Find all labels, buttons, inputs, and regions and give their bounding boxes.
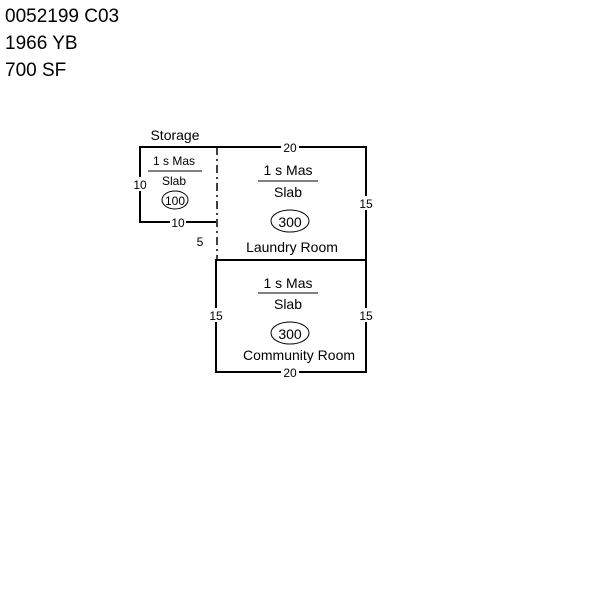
construction-label: 1 s Mas: [153, 154, 195, 168]
sqft-label: 300: [278, 326, 302, 342]
total-area: 700 SF: [5, 60, 67, 81]
sqft-label: 300: [278, 214, 302, 230]
dimension-label: 20: [283, 366, 297, 380]
construction-label: 1 s Mas: [263, 162, 312, 178]
area-name: Laundry Room: [246, 239, 338, 255]
year-built: 1966 YB: [5, 33, 78, 54]
foundation-label: Slab: [274, 184, 302, 200]
construction-label: 1 s Mas: [263, 275, 312, 291]
area-name: Community Room: [243, 347, 355, 363]
area-name: Storage: [150, 127, 199, 143]
dimension-label: 15: [359, 197, 373, 211]
dimension-label: 15: [359, 309, 373, 323]
dimension-label: 5: [197, 235, 204, 249]
dimension-label: 10: [133, 178, 147, 192]
parcel-id: 0052199 C03: [5, 6, 120, 27]
dimension-label: 10: [171, 216, 185, 230]
foundation-label: Slab: [274, 296, 302, 312]
laundry-area: [216, 146, 367, 260]
sqft-label: 100: [165, 194, 185, 208]
foundation-label: Slab: [162, 174, 186, 188]
dimension-label: 20: [283, 141, 297, 155]
dimension-label: 15: [209, 309, 223, 323]
